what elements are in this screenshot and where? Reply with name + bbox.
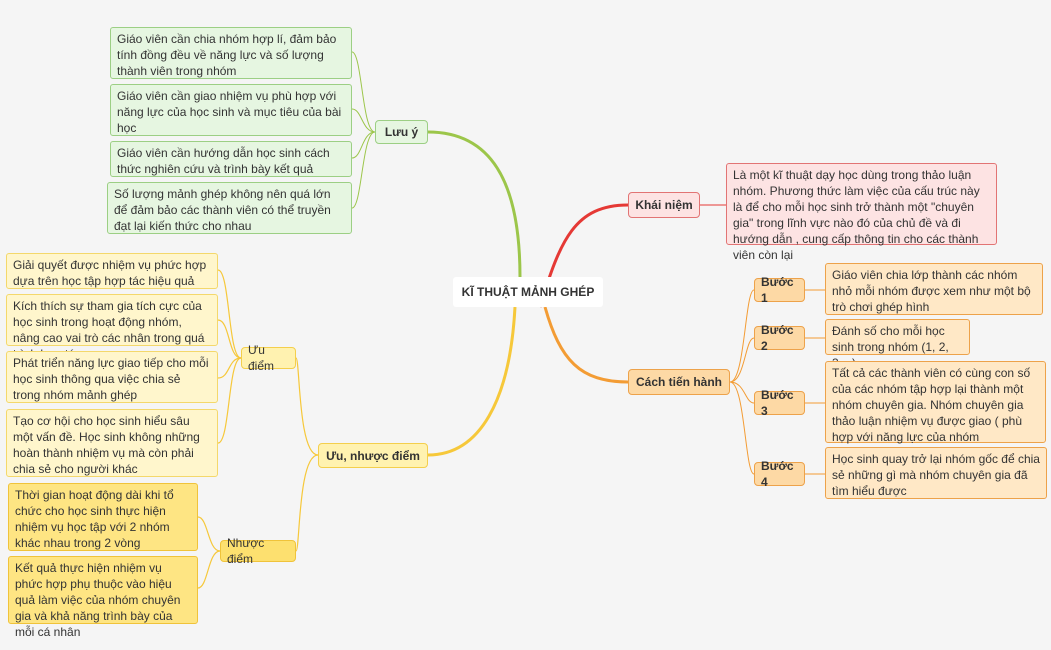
- uu-diem-item-1[interactable]: Giải quyết được nhiệm vụ phức hợp dựa tr…: [6, 253, 218, 289]
- uu-diem-item-3[interactable]: Phát triển năng lực giao tiếp cho mỗi họ…: [6, 351, 218, 403]
- connector-root-luu-y: [427, 130, 522, 278]
- luu-y-item-1[interactable]: Giáo viên cần chia nhóm hợp lí, đảm bảo …: [110, 27, 352, 79]
- topic-uu-nhuoc-diem[interactable]: Ưu, nhược điểm: [318, 443, 428, 468]
- connector-root-cach-tien-hanh: [543, 306, 629, 384]
- root-topic[interactable]: KĨ THUẬT MẢNH GHÉP: [453, 277, 603, 307]
- step-1-text[interactable]: Giáo viên chia lớp thành các nhóm nhỏ mỗ…: [825, 263, 1043, 315]
- topic-luu-y[interactable]: Lưu ý: [375, 120, 428, 144]
- subtopic-uu-diem[interactable]: Ưu điểm: [241, 343, 296, 373]
- nhuoc-diem-item-1[interactable]: Thời gian hoạt động dài khi tổ chức cho …: [8, 483, 198, 551]
- step-4-label[interactable]: Bước 4: [754, 459, 805, 489]
- step-2-text[interactable]: Đánh số cho mỗi học sinh trong nhóm (1, …: [825, 319, 970, 370]
- step-3-label[interactable]: Bước 3: [754, 388, 805, 418]
- luu-y-item-3[interactable]: Giáo viên cần hướng dẫn học sinh cách th…: [110, 141, 352, 177]
- luu-y-item-4[interactable]: Số lượng mảnh ghép không nên quá lớn để …: [107, 182, 352, 234]
- luu-y-item-2[interactable]: Giáo viên cần giao nhiệm vụ phù hợp với …: [110, 84, 352, 136]
- uu-diem-item-4[interactable]: Tạo cơ hội cho học sinh hiểu sâu một vấn…: [6, 409, 218, 477]
- khai-niem-text[interactable]: Là một kĩ thuật dạy học dùng trong thảo …: [726, 163, 997, 262]
- topic-khai-niem[interactable]: Khái niệm: [628, 192, 700, 218]
- connector-root-uu-nhuoc: [427, 306, 517, 457]
- step-3-text[interactable]: Tất cả các thành viên có cùng con số của…: [825, 361, 1046, 444]
- step-1-label[interactable]: Bước 1: [754, 275, 805, 305]
- nhuoc-diem-item-2[interactable]: Kết quả thực hiện nhiệm vụ phức hợp phụ …: [8, 556, 198, 639]
- step-2-label[interactable]: Bước 2: [754, 323, 805, 353]
- topic-cach-tien-hanh[interactable]: Cách tiến hành: [628, 369, 730, 395]
- step-4-text[interactable]: Học sinh quay trở lại nhóm gốc để chia s…: [825, 447, 1047, 499]
- uu-diem-item-2[interactable]: Kích thích sự tham gia tích cực của học …: [6, 294, 218, 361]
- subtopic-nhuoc-diem[interactable]: Nhược điểm: [220, 536, 296, 566]
